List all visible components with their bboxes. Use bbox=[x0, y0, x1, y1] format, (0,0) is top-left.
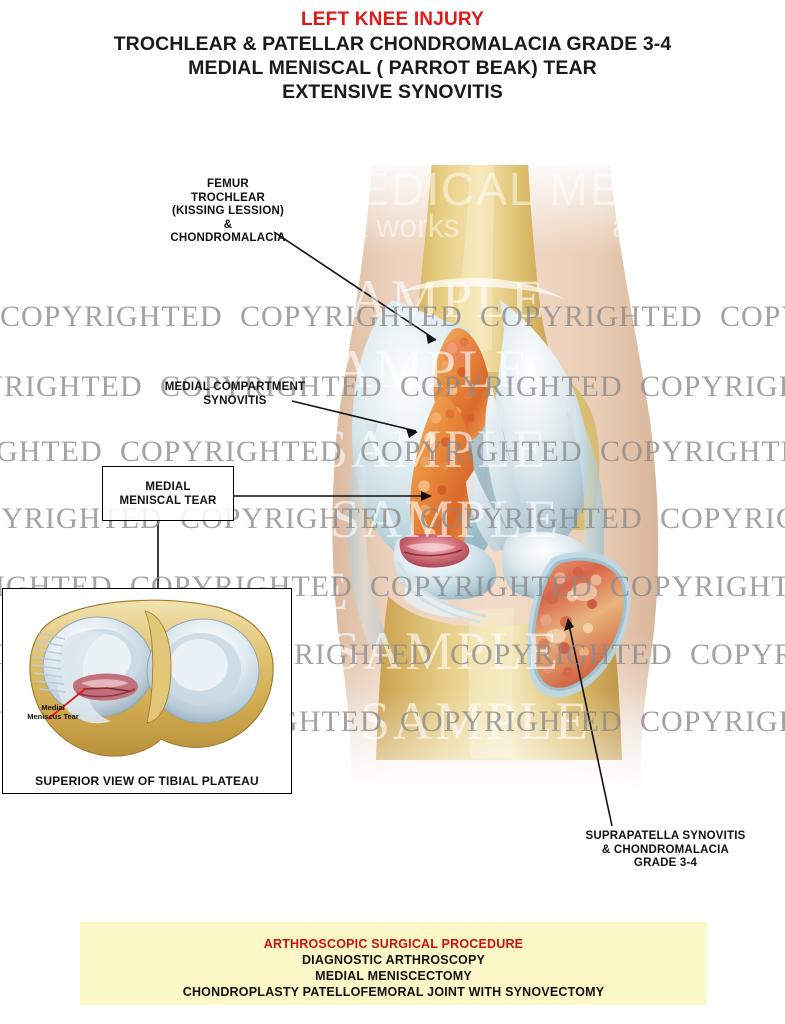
callout-meniscal-line-1: MEDIAL bbox=[145, 480, 191, 493]
callout-suprapatella-line-3: GRADE 3-4 bbox=[633, 857, 698, 869]
callout-femur-line-4: & bbox=[223, 218, 233, 231]
leader-lines bbox=[157, 231, 613, 827]
medial-joint-capsule bbox=[347, 420, 388, 648]
leader-line-suprapatella bbox=[567, 619, 613, 827]
leader-line-medial-compartment bbox=[291, 400, 417, 432]
inset-meniscus-tear bbox=[72, 673, 138, 701]
callout-suprapatella-line-2: & CHONDROMALACIA bbox=[601, 843, 730, 856]
tibial-plateau-drawing bbox=[29, 599, 274, 757]
callout-medial-compartment-line-2: SYNOVITIS bbox=[203, 394, 267, 407]
medial-meniscal-tear bbox=[399, 534, 470, 568]
callout-medial-meniscal-tear-box: MEDIAL MENISCAL TEAR bbox=[102, 466, 234, 521]
leader-line-femur bbox=[273, 231, 437, 341]
callout-femur-line-5: CHONDROMALACIA bbox=[170, 232, 286, 244]
callout-suprapatella-line-1: SUPRAPATELLA SYNOVITIS bbox=[585, 830, 746, 842]
inset-tear-pointer bbox=[47, 688, 86, 720]
title-line-3: EXTENSIVE SYNOVITIS bbox=[282, 81, 503, 103]
title-red-line: LEFT KNEE INJURY bbox=[300, 9, 484, 30]
knee-joint-interior bbox=[330, 165, 660, 830]
callout-medial-compartment-line-1: MEDIAL COMPARTMENT bbox=[164, 381, 306, 393]
intercondylar-eminence bbox=[144, 610, 172, 724]
callout-femur-line-1: FEMUR bbox=[207, 178, 249, 190]
callout-meniscal-line-2: MENISCAL TEAR bbox=[119, 494, 217, 507]
inset-tear-label-line-1: Medial bbox=[41, 703, 65, 712]
arrowhead-meniscal bbox=[421, 491, 432, 501]
procedure-line-3: CHONDROPLASTY PATELLOFEMORAL JOINT WITH … bbox=[182, 985, 605, 999]
callout-medial-compartment: MEDIAL COMPARTMENT SYNOVITIS bbox=[130, 381, 340, 408]
callout-femur-line-3: (KISSING LESSION) bbox=[171, 205, 285, 217]
callout-medial-meniscal-tear: MEDIAL MENISCAL TEAR bbox=[120, 480, 217, 508]
procedure-box: ARTHROSCOPIC SURGICAL PROCEDURE DIAGNOST… bbox=[80, 922, 707, 1005]
arrowhead-suprapatella bbox=[564, 618, 574, 631]
suprapatella-synovitis bbox=[527, 551, 631, 698]
callout-suprapatella: SUPRAPATELLA SYNOVITIS & CHONDROMALACIA … bbox=[553, 830, 778, 871]
inset-tibial-plateau-panel: Medial Meniscus Tear SUPERIOR VIEW OF TI… bbox=[2, 588, 292, 794]
inset-tear-label: Medial Meniscus Tear bbox=[9, 703, 97, 721]
title-line-1: TROCHLEAR & PATELLAR CHONDROMALACIA GRAD… bbox=[113, 33, 672, 55]
callout-femur: FEMUR TROCHLEAR (KISSING LESSION) & CHON… bbox=[128, 178, 328, 246]
inset-tear-label-line-2: Meniscus Tear bbox=[27, 712, 79, 721]
callout-femur-line-2: TROCHLEAR bbox=[191, 191, 265, 204]
ligament-fibers bbox=[32, 632, 67, 693]
inset-caption: SUPERIOR VIEW OF TIBIAL PLATEAU bbox=[35, 774, 259, 788]
patellar-tendon bbox=[404, 570, 478, 618]
pcl-ligament bbox=[466, 470, 520, 552]
procedure-line-2: MEDIAL MENISCECTOMY bbox=[315, 969, 472, 983]
procedure-title: ARTHROSCOPIC SURGICAL PROCEDURE bbox=[263, 937, 524, 951]
page-title: LEFT KNEE INJURY TROCHLEAR & PATELLAR CH… bbox=[0, 8, 785, 104]
arrowhead-medial-compartment bbox=[406, 428, 418, 438]
medial-compartment-synovitis bbox=[410, 396, 474, 566]
procedure-line-1: DIAGNOSTIC ARTHROSCOPY bbox=[301, 953, 486, 967]
arrowhead-femur bbox=[426, 333, 436, 344]
acl-ligament bbox=[485, 386, 536, 536]
title-line-2: MEDIAL MENISCAL ( PARROT BEAK) TEAR bbox=[188, 57, 597, 79]
